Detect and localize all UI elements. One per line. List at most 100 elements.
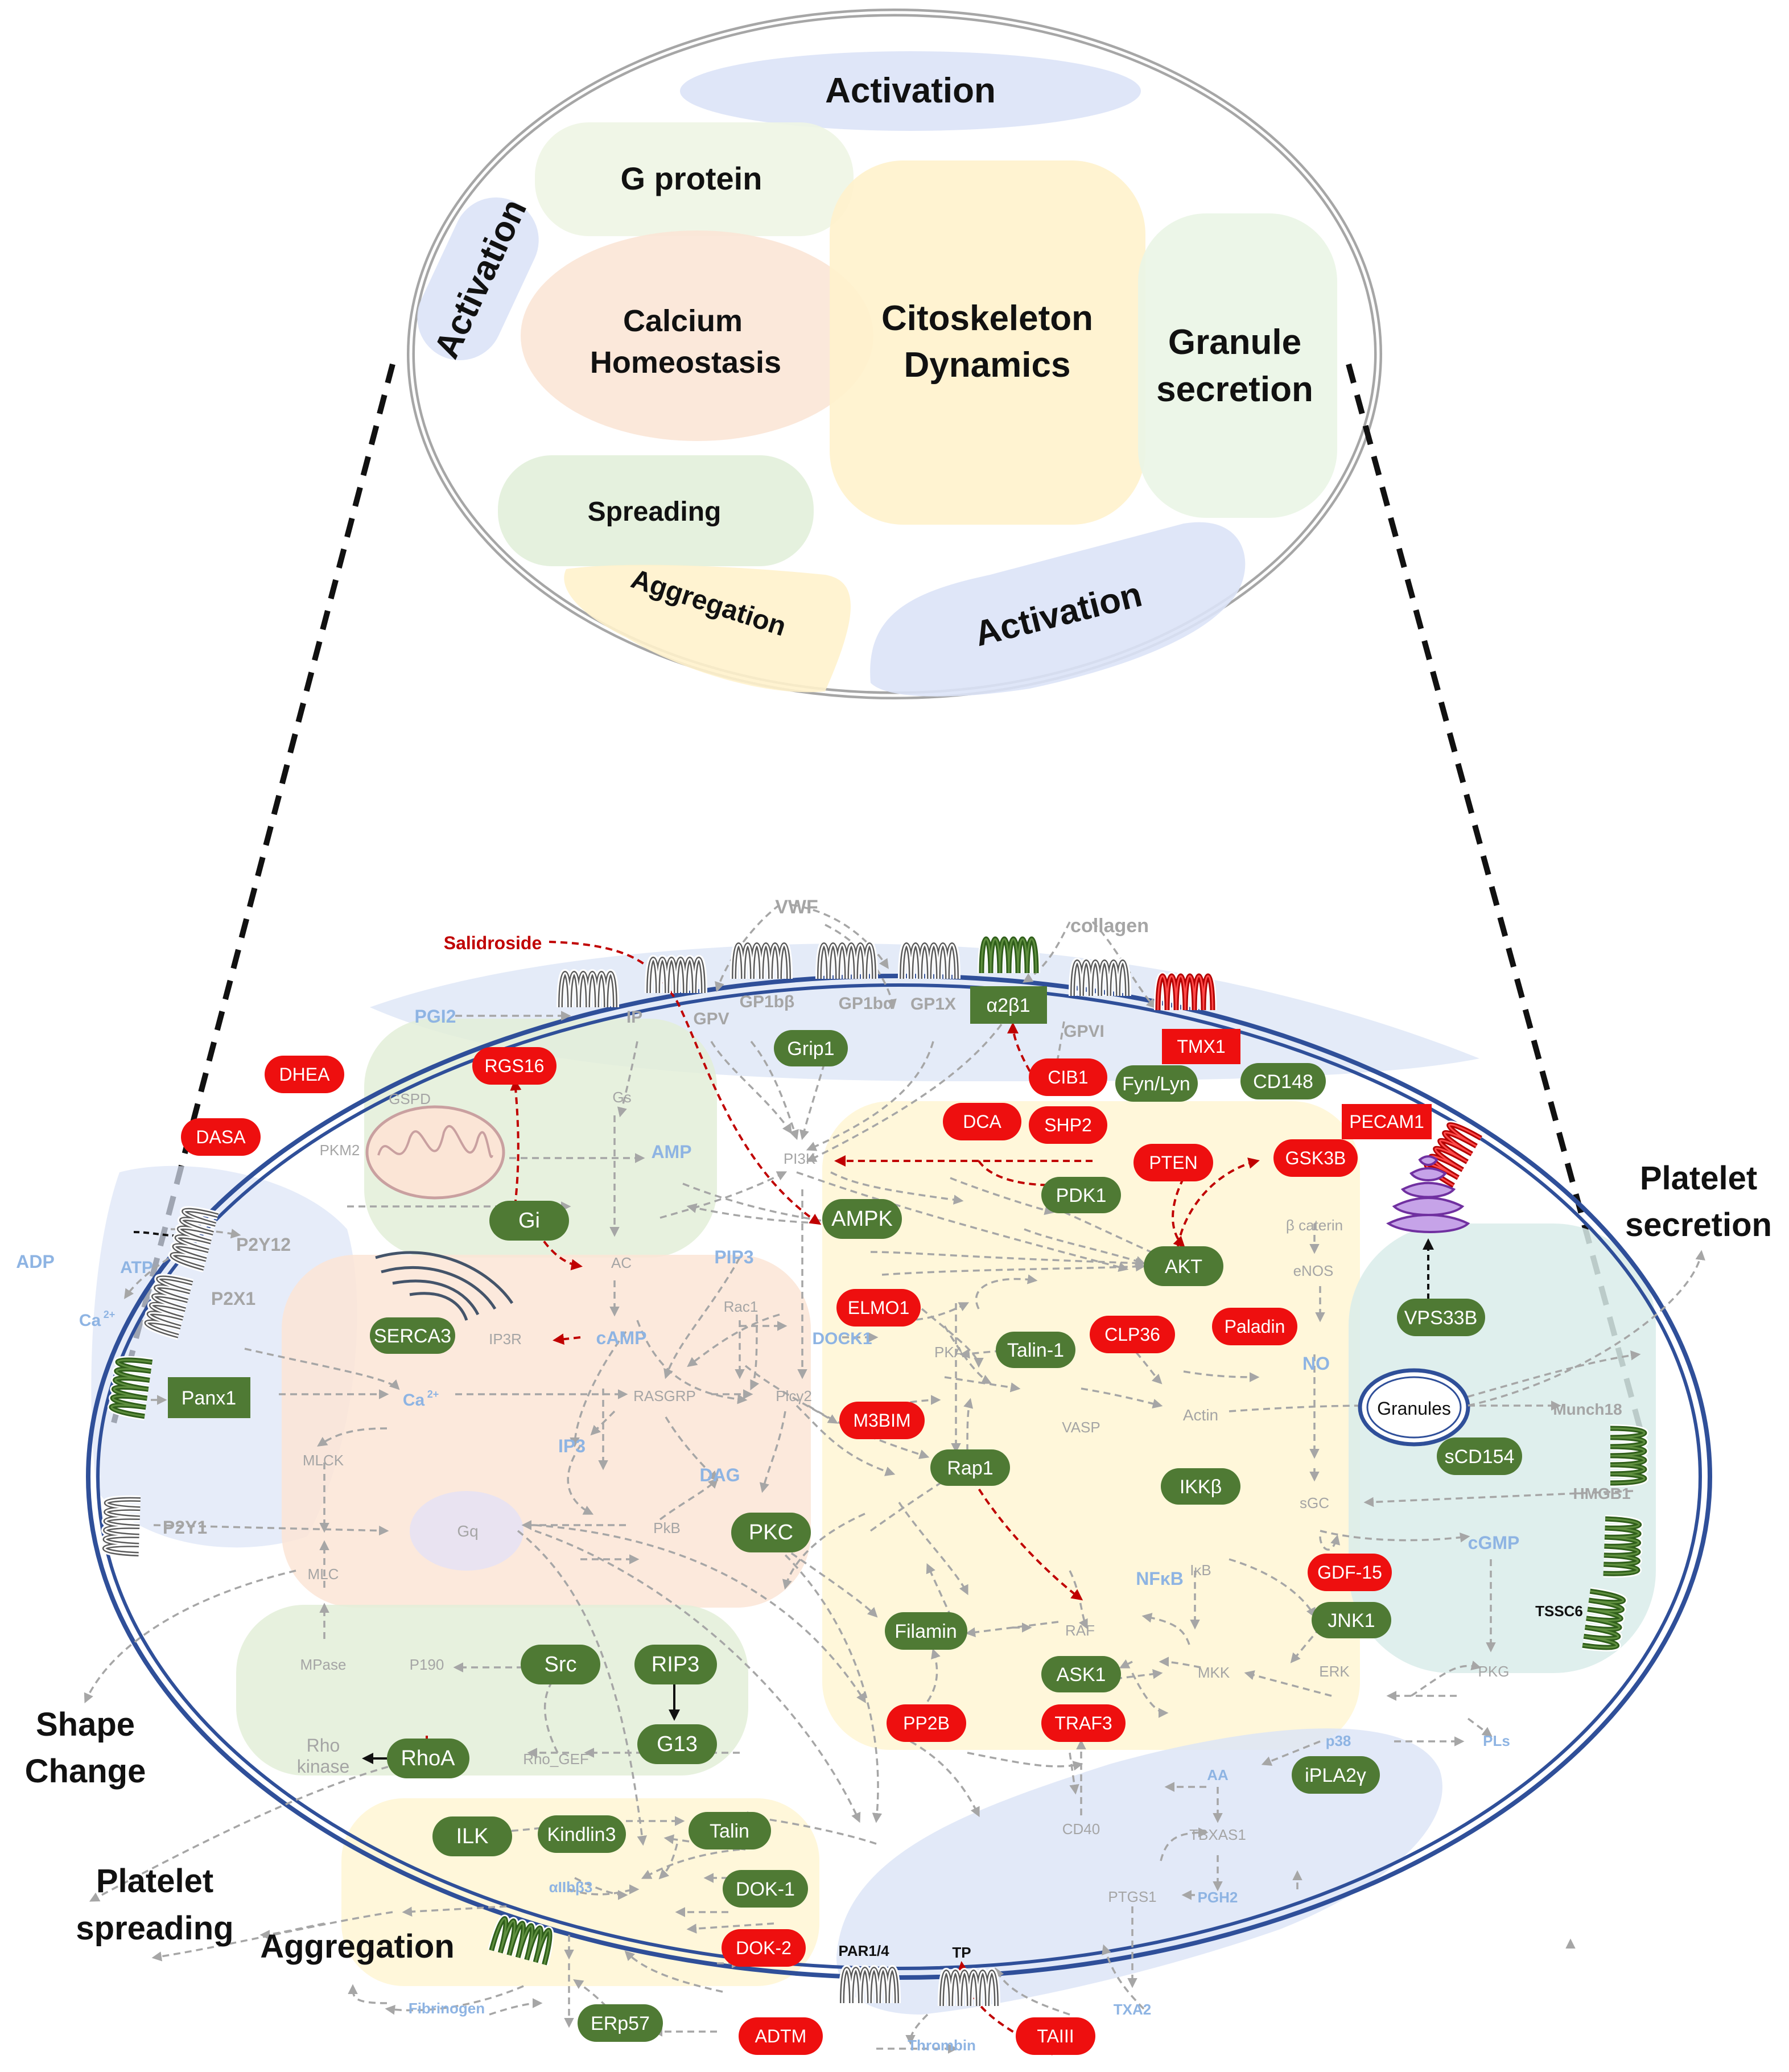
node-clp36: CLP36 <box>1090 1316 1175 1353</box>
svg-text:RGS16: RGS16 <box>485 1056 545 1076</box>
overview-calcium-line1: Calcium <box>623 304 743 338</box>
label-plcy2: Plcγ2 <box>776 1387 812 1404</box>
node-rgs16: RGS16 <box>472 1047 557 1085</box>
red-nodes: DHEA DASA RGS16 TMX1 CIB1 DCA SHP2 PECAM… <box>181 1029 1432 2055</box>
svg-text:SHP2: SHP2 <box>1044 1115 1092 1135</box>
p2y1-receptor <box>105 1498 141 1554</box>
label-raf: RAF <box>1065 1622 1095 1639</box>
node-pten: PTEN <box>1133 1144 1213 1181</box>
svg-text:Panx1: Panx1 <box>182 1387 236 1409</box>
svg-text:CD148: CD148 <box>1253 1071 1313 1093</box>
svg-text:JNK1: JNK1 <box>1328 1610 1375 1632</box>
label-ip3r: IP3R <box>489 1330 522 1348</box>
node-rap1: Rap1 <box>930 1449 1010 1486</box>
label-erk: ERK <box>1319 1663 1350 1680</box>
label-nfkb: NFκB <box>1136 1568 1184 1589</box>
gpvi-receptor <box>1073 962 1127 996</box>
label-sgc: sGC <box>1300 1494 1329 1511</box>
outcome-platelet-secretion-line1: Platelet <box>1640 1160 1757 1197</box>
svg-text:Fyn/Lyn: Fyn/Lyn <box>1122 1073 1190 1095</box>
svg-text:DOK-2: DOK-2 <box>736 1938 792 1958</box>
node-dhea: DHEA <box>265 1056 344 1093</box>
svg-text:CLP36: CLP36 <box>1104 1324 1160 1345</box>
outcome-arrows <box>84 1250 1705 1704</box>
node-adtm: ADTM <box>739 2017 823 2055</box>
overview-activation-top: Activation <box>825 71 996 110</box>
label-amp: AMP <box>651 1142 691 1162</box>
er-organelle-icon <box>375 1251 514 1321</box>
region-cytoskeleton <box>822 1101 1360 1750</box>
node-pp2b: PP2B <box>887 1704 966 1742</box>
aggregation-region <box>564 565 851 693</box>
outcome-labels: Platelet secretion Shape Change Platelet… <box>25 1160 1772 1965</box>
overview-cytoskeleton-line1: Citoskeleton <box>881 299 1093 338</box>
svg-text:DOK-1: DOK-1 <box>736 1879 795 1900</box>
label-dock1: DOCK1 <box>812 1329 872 1348</box>
svg-text:DHEA: DHEA <box>279 1064 331 1085</box>
svg-text:ADTM: ADTM <box>755 2026 807 2046</box>
region-gq <box>410 1491 523 1571</box>
svg-text:TMX1: TMX1 <box>1177 1036 1225 1057</box>
node-pecam1: PECAM1 <box>1342 1104 1432 1139</box>
node-talin1: Talin-1 <box>996 1332 1075 1368</box>
overview-spreading: Spreading <box>588 497 722 527</box>
node-dca: DCA <box>943 1103 1021 1140</box>
label-salidroside: Salidroside <box>444 933 542 953</box>
node-talin: Talin <box>689 1812 771 1849</box>
gp1ba-receptor <box>819 945 874 979</box>
label-gp1x: GP1X <box>910 995 956 1014</box>
label-pkg: PKG <box>1478 1663 1510 1680</box>
node-pkc: PKC <box>731 1513 811 1552</box>
label-cd40: CD40 <box>1062 1820 1100 1838</box>
node-grip1: Grip1 <box>774 1030 848 1066</box>
calcium-region <box>521 230 873 441</box>
node-panx1: Panx1 <box>168 1377 250 1418</box>
svg-text:RIP3: RIP3 <box>652 1653 699 1676</box>
node-elmo1: ELMO1 <box>836 1289 921 1327</box>
svg-text:IKKβ: IKKβ <box>1180 1476 1222 1498</box>
node-rip3: RIP3 <box>634 1645 717 1684</box>
svg-text:AKT: AKT <box>1165 1256 1202 1278</box>
overview-granule-line2: secretion <box>1156 370 1313 409</box>
activation-left-region <box>417 197 539 360</box>
zoom-line-left <box>111 363 395 1424</box>
overview-cytoskeleton-line2: Dynamics <box>904 345 1071 385</box>
label-tp: TP <box>952 1944 971 1961</box>
label-gspd: GSPD <box>389 1090 431 1107</box>
label-camp: cAMP <box>596 1328 647 1348</box>
region-activation-bottom <box>836 1728 1442 2015</box>
label-p38: p38 <box>1326 1732 1351 1749</box>
par14-receptor <box>842 1969 897 2003</box>
svg-text:iPLA2γ: iPLA2γ <box>1305 1765 1366 1786</box>
tp-receptor <box>942 1972 996 2006</box>
node-erp57: ERp57 <box>578 2004 663 2042</box>
label-mkk: MKK <box>1198 1664 1230 1681</box>
green-nodes: Grip1 α2β1 Fyn/Lyn CD148 Gi SERCA3 Panx1… <box>168 986 1522 2042</box>
label-actin: Actin <box>1183 1406 1218 1424</box>
label-vasp: VASP <box>1062 1419 1100 1436</box>
label-tbxas1: TBXAS1 <box>1189 1826 1246 1843</box>
node-akt: AKT <box>1144 1246 1223 1286</box>
label-ikb: IκB <box>1190 1562 1211 1579</box>
label-dag: DAG <box>699 1465 740 1485</box>
node-ask1: ASK1 <box>1041 1656 1121 1692</box>
svg-text:2+: 2+ <box>427 1389 439 1400</box>
svg-text:Gi: Gi <box>518 1209 540 1233</box>
svg-text:Talin-1: Talin-1 <box>1007 1340 1064 1361</box>
gp1bb-receptor <box>734 945 789 979</box>
label-p2y12: P2Y12 <box>236 1234 291 1255</box>
node-fynlyn: Fyn/Lyn <box>1115 1065 1198 1102</box>
label-par14: PAR1/4 <box>838 1942 889 1959</box>
svg-text:Filamin: Filamin <box>895 1621 957 1642</box>
label-gs: Gs <box>612 1089 631 1106</box>
svg-text:Rap1: Rap1 <box>947 1457 993 1479</box>
svg-text:ELMO1: ELMO1 <box>848 1297 909 1318</box>
svg-text:ERp57: ERp57 <box>591 2013 650 2034</box>
region-spreading <box>236 1605 748 1776</box>
node-ikkb: IKKβ <box>1161 1468 1240 1505</box>
svg-text:AMPK: AMPK <box>831 1207 893 1231</box>
hmgb1-receptor <box>1610 1428 1644 1483</box>
granules-vesicle: Granules <box>1358 1368 1470 1447</box>
svg-text:G13: G13 <box>657 1732 698 1756</box>
